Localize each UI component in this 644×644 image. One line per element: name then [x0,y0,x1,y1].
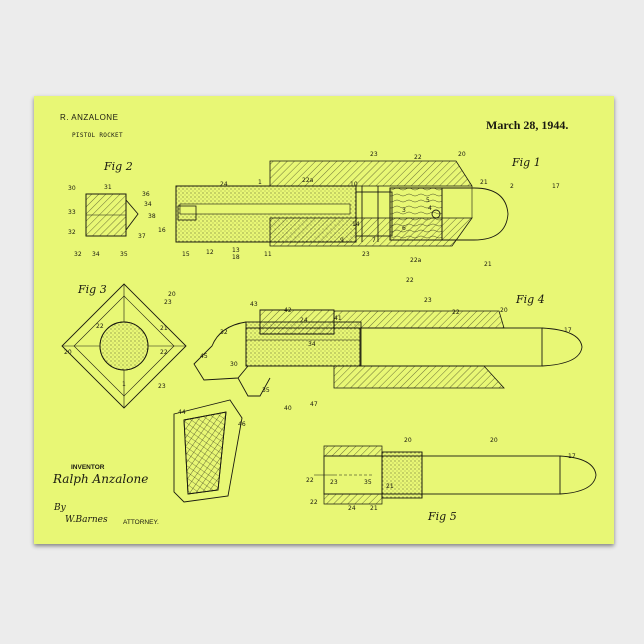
ref-f1-4: 24 [220,181,228,188]
ref-f1-1: 22 [414,154,422,161]
ref-f2-0: 30 [68,185,76,192]
figure-1-label: Fig 1 [512,156,541,169]
ref-f1-24: 23 [362,251,370,258]
ref-f1-25: 22 [406,277,414,284]
inventor-label: INVENTOR [71,464,105,471]
ref-f5-1: 20 [490,437,498,444]
ref-f4-14: 47 [310,401,318,408]
ref-f2-1: 31 [104,184,112,191]
ref-f4-3: 22 [452,309,460,316]
ref-f1-19: 11 [264,251,272,258]
ref-f3-1: 22 [96,323,104,330]
ref-f3-2: 20 [168,291,176,298]
ref-f1-6: 22a [302,177,314,184]
ref-f1-8: 2 [510,183,514,190]
ref-f1-11: 4 [428,205,432,212]
ref-f1-18: 18 [232,254,240,261]
ref-f1-22: 9 [340,237,344,244]
ref-f1-20: 14 [352,221,360,228]
ref-f2-10: 35 [120,251,128,258]
ref-f1-15: 15 [182,251,190,258]
inventor-signature: Ralph Anzalone [53,472,149,486]
ref-f5-7: 22 [310,499,318,506]
ref-f3-5: 1 [122,381,126,388]
ref-f3-0: 23 [164,299,172,306]
ref-f2-7: 37 [138,233,146,240]
figure-5-drawing [314,445,597,505]
ref-f2-3: 34 [144,201,152,208]
figure-3-drawing [61,283,187,409]
ref-f4-16: 46 [238,421,246,428]
ref-f3-3: 21 [160,325,168,332]
ref-f5-3: 22 [306,477,314,484]
ref-f5-5: 35 [364,479,372,486]
figure-3-label: Fig 3 [78,283,107,296]
ref-f4-0: 43 [250,301,258,308]
ref-f1-23: 22a [410,257,422,264]
inventor-name: R. ANZALONE [60,113,119,122]
ref-f1-21: 7 [372,237,376,244]
by-label: By [54,503,66,513]
ref-f4-13: 40 [284,405,292,412]
ref-f5-0: 20 [404,437,412,444]
ref-f4-15: 44 [178,409,186,416]
ref-f2-8: 32 [74,251,82,258]
ref-f2-9: 34 [92,251,100,258]
figure-4-drawing [173,309,583,503]
patent-drawings: 23 22 20 17 24 1 22a 10 2 21 5 4 3 6 16 … [61,151,597,512]
ref-f1-14: 16 [158,227,166,234]
ref-f4-10: 30 [230,361,238,368]
ref-f2-6: 32 [68,229,76,236]
ref-f1-3: 17 [552,183,560,190]
attorney-label: ATTORNEY. [123,519,159,526]
ref-f1-0: 23 [370,151,378,158]
ref-f1-2: 20 [458,151,466,158]
ref-f3-7: 23 [158,383,166,390]
ref-f1-10: 5 [426,197,430,204]
figure-2-drawing [85,193,139,237]
ref-f1-26: 21 [484,261,492,268]
patent-poster: 23 22 20 17 24 1 22a 10 2 21 5 4 3 6 16 … [34,96,614,544]
ref-f4-2: 23 [424,297,432,304]
ref-f3-4: 22 [160,349,168,356]
ref-f1-9: 21 [480,179,488,186]
ref-f1-12: 3 [402,207,406,214]
patent-title: PISTOL ROCKET [72,132,123,139]
attorney-signature: W.Barnes [65,515,108,525]
ref-f2-5: 38 [148,213,156,220]
reference-numerals: 23 22 20 17 24 1 22a 10 2 21 5 4 3 6 16 … [64,151,576,512]
ref-f2-2: 33 [68,209,76,216]
ref-f1-17: 13 [232,247,240,254]
ref-f4-7: 41 [334,315,342,322]
ref-f1-16: 12 [206,249,214,256]
ref-f1-5: 1 [258,179,262,186]
ref-f4-12: 35 [262,387,270,394]
ref-f1-13: 6 [402,225,406,232]
figure-4-label: Fig 4 [516,293,545,306]
ref-f4-9: 34 [308,341,316,348]
ref-f5-8: 24 [348,505,356,512]
ref-f2-4: 36 [142,191,150,198]
figure-2-label: Fig 2 [104,160,133,173]
figure-5-label: Fig 5 [428,510,457,523]
ref-f4-6: 32 [220,329,228,336]
ref-f4-8: 24 [300,317,308,324]
figure-1-drawing [175,160,509,247]
ref-f4-11: 45 [200,353,208,360]
ref-f4-4: 20 [500,307,508,314]
ref-f5-4: 23 [330,479,338,486]
ref-f5-2: 17 [568,453,576,460]
ref-f3-6: 20 [64,349,72,356]
patent-date: March 28, 1944. [486,118,569,132]
ref-f4-1: 42 [284,307,292,314]
ref-f5-9: 21 [370,505,378,512]
ref-f4-5: 17 [564,327,572,334]
ref-f1-7: 10 [350,181,358,188]
ref-f5-6: 21 [386,483,394,490]
